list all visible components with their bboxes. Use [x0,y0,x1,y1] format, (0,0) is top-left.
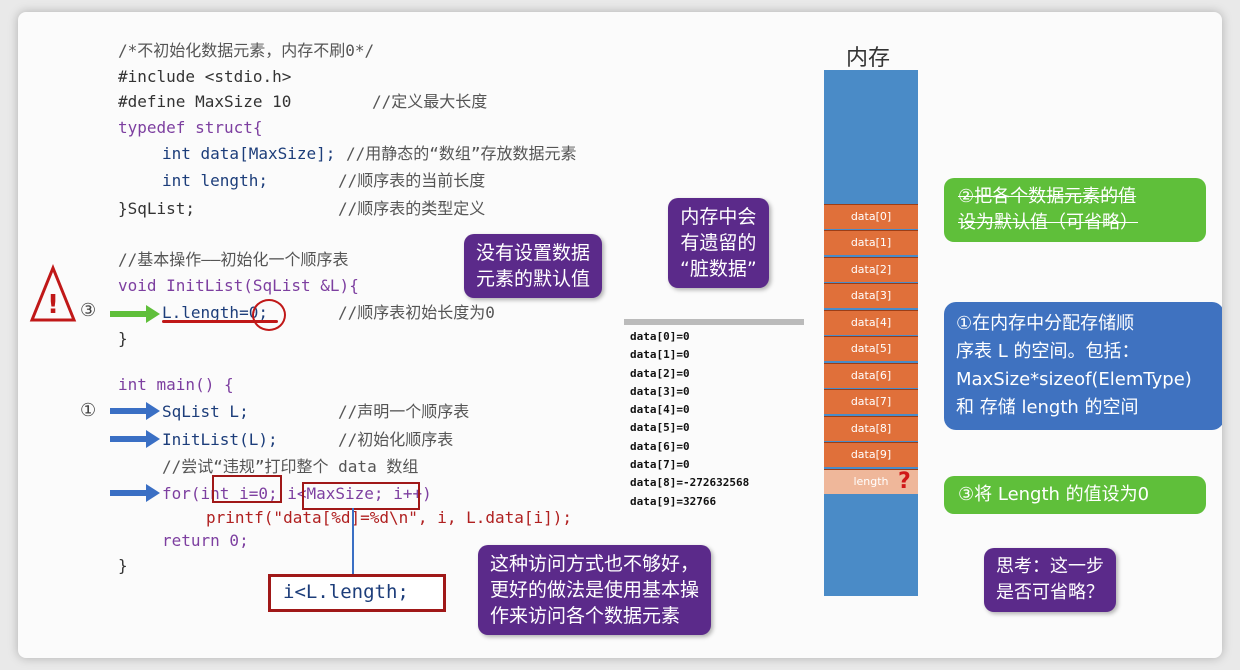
red-underline [162,320,278,323]
console-line: data[8]=-272632568 [630,476,750,490]
memory-cell: data[1] [824,230,918,255]
memory-cell: data[7] [824,389,918,414]
step1-marker: ① [80,400,97,421]
memory-cell: data[6] [824,363,918,388]
code-return: return 0; [162,531,249,550]
bubble-think: 思考：这一步 是否可省略？ [984,548,1116,612]
arrowhead-decl [146,402,160,420]
arrowhead-for [146,484,160,502]
code-try-comment: //尝试“违规”打印整个 data 数组 [162,457,419,476]
code-decl: SqList L; [162,402,249,421]
arrowhead-step3 [146,305,160,323]
arrow-decl [110,408,148,414]
code-data-field: int data[MaxSize]; [162,144,336,163]
memory-cell: data[5] [824,336,918,361]
arrow-step3 [110,311,148,317]
console-header [624,319,804,325]
memory-title: 内存 [846,46,891,71]
step3-marker: ③ [80,300,97,321]
code-length-comment: //顺序表的当前长度 [338,171,486,190]
console-line: data[3]=0 [630,384,690,398]
memory-cell: data[3] [824,283,918,308]
console-line: data[6]=0 [630,439,690,453]
slide: /*不初始化数据元素，内存不刷0*/ #include <stdio.h> #d… [18,12,1222,658]
code-include: #include <stdio.h> [118,67,292,86]
console-line: data[4]=0 [630,403,690,417]
console-line: data[9]=32766 [630,494,717,508]
memory-cell: data[0] [824,204,918,229]
code-define: #define MaxSize 10 [118,92,292,111]
zero-circle [252,299,286,331]
bubble-bad-access: 这种访问方式也不够好， 更好的做法是使用基本操 作来访问各个数据元素 [478,545,712,635]
code-close-2: } [118,556,128,575]
code-decl-comment: //声明一个顺序表 [338,402,470,421]
code-struct-end: }SqList; [118,199,196,218]
code-struct-comment: //顺序表的类型定义 [338,199,486,218]
console-line: data[2]=0 [630,366,690,380]
highlight-maxsize [302,482,420,510]
connector-line [352,508,354,578]
bubble-no-default: 没有设置数据 元素的默认值 [464,234,603,298]
code-op-comment: //基本操作——初始化一个顺序表 [118,250,349,269]
note-allocate: ①在内存中分配存储顺 序表 L 的空间。包括： MaxSize*sizeof(E… [944,302,1222,430]
console-output: data[0]=0 data[1]=0 data[2]=0 data[3]=0 … [630,328,749,511]
code-init-comment: //顺序表初始长度为0 [338,303,495,322]
code-call: InitList(L); [162,430,278,449]
code-close-1: } [118,329,128,348]
warning-mark: ! [47,290,59,320]
code-suggest: i<L.length; [283,581,409,603]
code-initlist-sig: void InitList(SqList &L){ [118,276,359,295]
code-comment-top: /*不初始化数据元素，内存不刷0*/ [118,41,375,60]
arrow-for [110,490,148,496]
note-set-default: ②把各个数据元素的值 设为默认值（可省略） [944,178,1206,242]
memory-cell: data[9] [824,442,918,467]
console-line: data[5]=0 [630,421,690,435]
note-set-length: ③将 Length 的值设为0 [944,476,1206,514]
console-line: data[1]=0 [630,348,690,362]
memory-length-cell: length [824,469,918,494]
memory-cell: data[4] [824,310,918,335]
memory-cell: data[8] [824,416,918,441]
memory-cell: data[2] [824,257,918,282]
suggestion-box: i<L.length; [268,574,446,612]
code-printf: printf("data[%d]=%d\n", i, L.data[i]); [206,508,573,527]
code-typedef: typedef struct{ [118,118,263,137]
code-data-comment: //用静态的“数组”存放数据元素 [346,144,577,163]
console-line: data[0]=0 [630,330,690,343]
code-init-stmt: L.length=0; [162,303,268,322]
bubble-dirty-data: 内存中会 有遗留的 “脏数据” [668,198,769,288]
console-line: data[7]=0 [630,458,690,472]
arrowhead-call [146,430,160,448]
arrow-call [110,436,148,442]
code-define-comment: //定义最大长度 [372,92,488,111]
highlight-violation [212,475,282,503]
code-call-comment: //初始化顺序表 [338,430,454,449]
code-main-sig: int main() { [118,375,234,394]
code-length-field: int length; [162,171,268,190]
question-mark: ? [898,469,911,494]
warning-icon: ! [29,264,77,322]
